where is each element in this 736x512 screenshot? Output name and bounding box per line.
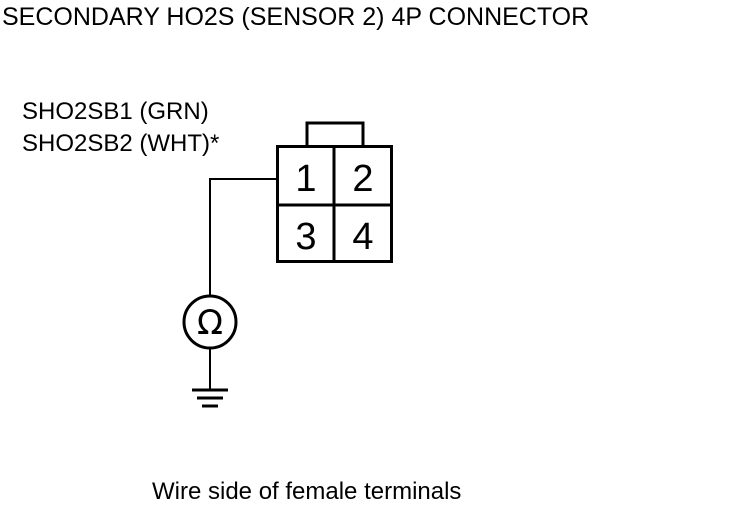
ground-icon	[192, 388, 228, 408]
probe-wire	[209, 178, 277, 296]
connector-latch	[305, 121, 365, 146]
pin-3-label: 3	[295, 216, 316, 258]
ohm-icon: Ω	[197, 303, 223, 343]
wire-label-sho2sb1: SHO2SB1 (GRN)	[22, 98, 209, 125]
diagram-title: SECONDARY HO2S (SENSOR 2) 4P CONNECTOR	[2, 3, 590, 31]
wire-label-sho2sb2: SHO2SB2 (WHT)*	[22, 130, 220, 157]
pin-4-label: 4	[352, 216, 373, 258]
pin-2-label: 2	[352, 158, 373, 200]
footer-note: Wire side of female terminals	[152, 478, 462, 505]
pin-1-label: 1	[295, 158, 316, 200]
